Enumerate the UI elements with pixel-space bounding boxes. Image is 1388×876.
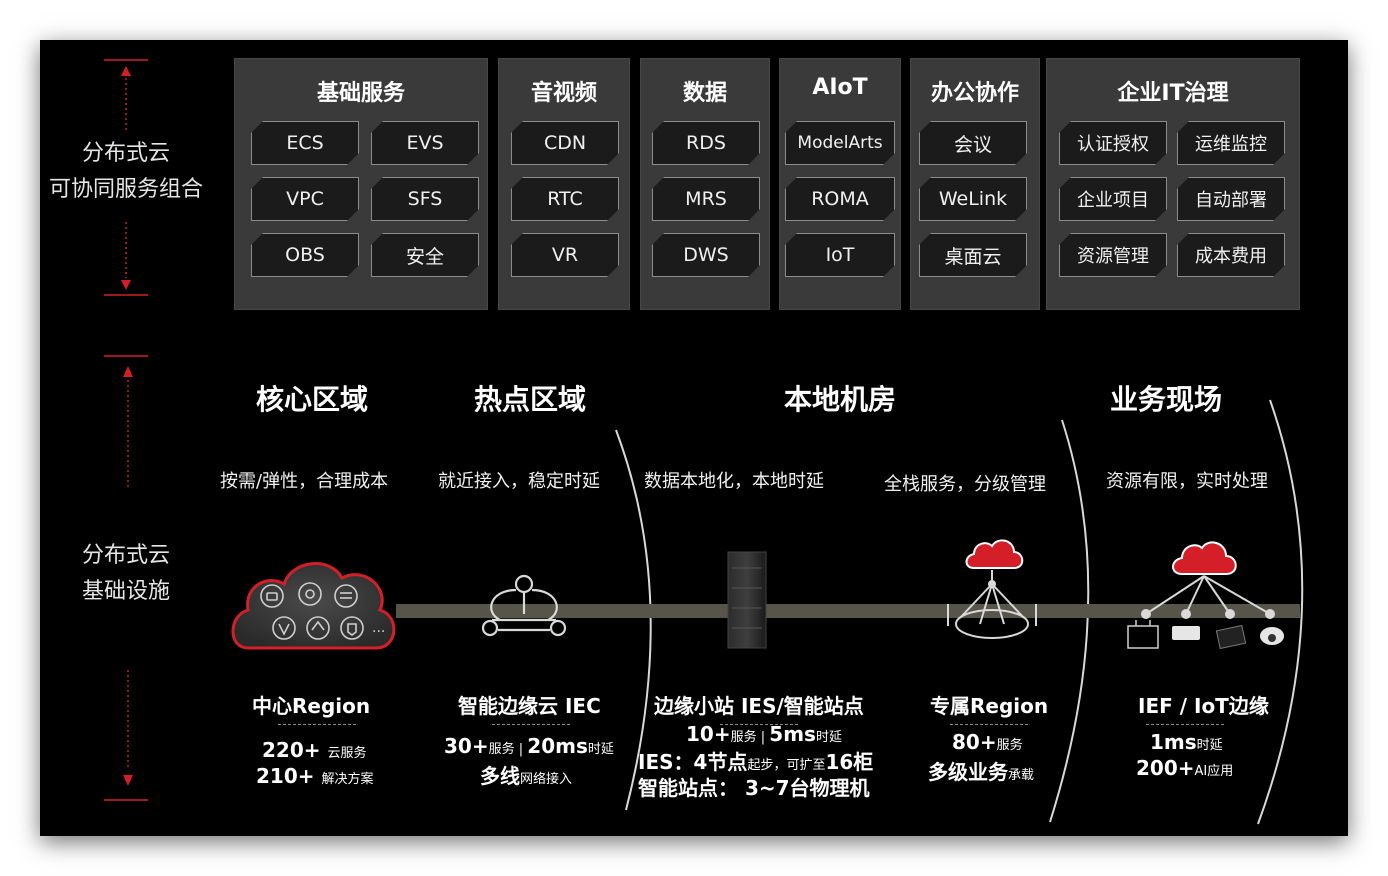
service-chip[interactable]: ECS bbox=[251, 121, 359, 165]
iot-edge-icon bbox=[1127, 541, 1284, 650]
stat-center-services: 220+ 云服务 bbox=[262, 738, 367, 762]
region-name-dedicated: 专属Region bbox=[930, 694, 1049, 718]
dedicated-region-icon bbox=[947, 539, 1037, 639]
side-label-line: 分布式云 bbox=[81, 543, 170, 568]
region-divider bbox=[1146, 724, 1224, 725]
service-chip[interactable]: CDN bbox=[511, 121, 619, 165]
zone-subtitle-local-left: 数据本地化，本地时延 bbox=[644, 471, 824, 492]
group-title: AIoT bbox=[812, 75, 868, 100]
edge-cloud-icon bbox=[481, 574, 567, 637]
service-chip[interactable]: 会议 bbox=[919, 121, 1027, 165]
zone-subtitle-core: 按需/弹性，合理成本 bbox=[220, 471, 389, 492]
region-name-ies: 边缘小站 IES/智能站点 bbox=[654, 694, 864, 718]
service-chip[interactable]: 成本费用 bbox=[1177, 233, 1285, 277]
cloud-more-label: ... bbox=[372, 620, 386, 636]
group-title: 基础服务 bbox=[316, 81, 405, 106]
stat-ief-ai-apps: 200+AI应用 bbox=[1136, 756, 1234, 780]
server-rack-icon bbox=[727, 551, 767, 649]
group-title: 办公协作 bbox=[930, 81, 1019, 106]
service-group-aiot: AIoT ModelArts ROMA IoT bbox=[779, 58, 901, 310]
zone-subtitle-local-right: 全栈服务，分级管理 bbox=[884, 474, 1046, 495]
stat-center-solutions: 210+ 解决方案 bbox=[256, 764, 374, 788]
stat-ies-nodes: IES：4节点起步，可扩至16柜 bbox=[638, 750, 874, 774]
zone-title-hotspot: 热点区域 bbox=[473, 383, 586, 416]
service-chip[interactable]: RTC bbox=[511, 177, 619, 221]
group-title: 数据 bbox=[682, 81, 727, 106]
service-group-basic: 基础服务 ECS EVS VPC SFS OBS 安全 bbox=[234, 58, 488, 310]
service-chip[interactable]: 资源管理 bbox=[1059, 233, 1167, 277]
stat-iec-network: 多线网络接入 bbox=[480, 764, 573, 788]
side-label-services: 分布式云 可协同服务组合 bbox=[26, 136, 226, 208]
side-label-infrastructure: 分布式云 基础设施 bbox=[26, 538, 226, 610]
central-cloud-icon bbox=[231, 562, 396, 650]
service-chip[interactable]: IoT bbox=[785, 233, 895, 277]
stat-dedicated-business: 多级业务承载 bbox=[928, 760, 1035, 784]
side-markers bbox=[104, 59, 148, 801]
region-name-iec: 智能边缘云 IEC bbox=[458, 694, 601, 718]
group-title: 音视频 bbox=[530, 81, 597, 106]
service-chip[interactable]: 运维监控 bbox=[1177, 121, 1285, 165]
side-label-line: 分布式云 bbox=[81, 141, 170, 166]
stat-ies-smart-site: 智能站点： 3~7台物理机 bbox=[638, 776, 870, 800]
region-divider bbox=[278, 724, 356, 725]
stat-iec-services: 30+服务 | 20ms时延 bbox=[444, 734, 614, 758]
service-chip[interactable]: ModelArts bbox=[785, 121, 895, 165]
service-chip[interactable]: MRS bbox=[652, 177, 760, 221]
service-chip[interactable]: OBS bbox=[251, 233, 359, 277]
region-divider bbox=[492, 724, 570, 725]
zone-title-local-datacenter: 本地机房 bbox=[783, 383, 896, 416]
stat-ies-services: 10+服务 | 5ms时延 bbox=[686, 722, 842, 746]
service-chip[interactable]: EVS bbox=[371, 121, 479, 165]
side-label-line: 基础设施 bbox=[81, 579, 170, 604]
zone-title-business-site: 业务现场 bbox=[1109, 383, 1222, 416]
service-chip[interactable]: 自动部署 bbox=[1177, 177, 1285, 221]
region-name-ief: IEF / IoT边缘 bbox=[1138, 694, 1269, 718]
slide: 分布式云 可协同服务组合 分布式云 基础设施 基础服务 ECS EVS VPC … bbox=[40, 40, 1348, 836]
service-group-office: 办公协作 会议 WeLink 桌面云 bbox=[910, 58, 1040, 310]
region-divider bbox=[950, 724, 1028, 725]
service-chip[interactable]: 认证授权 bbox=[1059, 121, 1167, 165]
zone-title-core: 核心区域 bbox=[255, 383, 368, 416]
region-divider bbox=[720, 724, 798, 725]
service-chip[interactable]: WeLink bbox=[919, 177, 1027, 221]
zone-subtitle-hotspot: 就近接入，稳定时延 bbox=[438, 471, 600, 492]
service-chip[interactable]: DWS bbox=[652, 233, 760, 277]
stat-ief-latency: 1ms时延 bbox=[1150, 730, 1223, 754]
connection-band bbox=[396, 604, 1300, 618]
service-group-data: 数据 RDS MRS DWS bbox=[640, 58, 770, 310]
service-chip[interactable]: ROMA bbox=[785, 177, 895, 221]
service-chip[interactable]: 企业项目 bbox=[1059, 177, 1167, 221]
service-group-it-governance: 企业IT治理 认证授权 运维监控 企业项目 自动部署 资源管理 成本费用 bbox=[1046, 58, 1300, 310]
zone-subtitle-business: 资源有限，实时处理 bbox=[1106, 471, 1268, 492]
service-group-av: 音视频 CDN RTC VR bbox=[498, 58, 630, 310]
service-chip[interactable]: SFS bbox=[371, 177, 479, 221]
service-chip[interactable]: VPC bbox=[251, 177, 359, 221]
region-name-center: 中心Region bbox=[252, 694, 371, 718]
service-chip[interactable]: 安全 bbox=[371, 233, 479, 277]
group-title: 企业IT治理 bbox=[1117, 81, 1229, 106]
service-chip[interactable]: RDS bbox=[652, 121, 760, 165]
service-chip[interactable]: VR bbox=[511, 233, 619, 277]
stat-dedicated-services: 80+服务 bbox=[952, 730, 1023, 754]
service-chip[interactable]: 桌面云 bbox=[919, 233, 1027, 277]
side-label-line: 可协同服务组合 bbox=[48, 177, 203, 202]
